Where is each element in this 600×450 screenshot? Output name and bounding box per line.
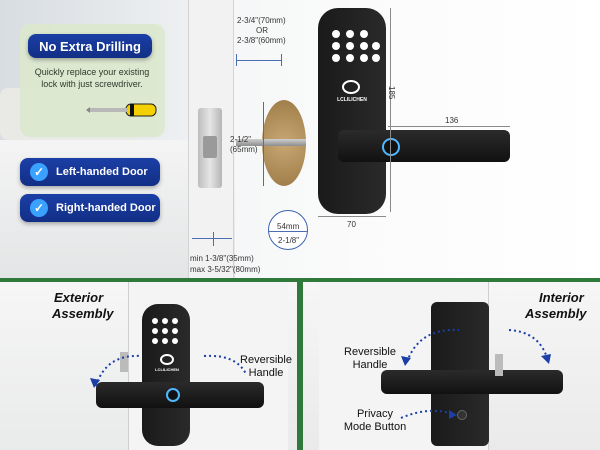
check-icon: ✓ bbox=[30, 163, 48, 181]
privacy-callout: Privacy Mode Button bbox=[343, 408, 407, 433]
interior-title-1: Interior bbox=[539, 290, 584, 305]
thickness-min: min 1-3/8"(35mm) bbox=[190, 254, 254, 263]
privacy-arrow-icon bbox=[400, 409, 457, 419]
thickness-max: max 3-5/32"(80mm) bbox=[190, 265, 261, 274]
backset-dim-2: OR bbox=[256, 26, 268, 35]
top-section: No Extra Drilling Quickly replace your e… bbox=[0, 0, 600, 278]
backset-dim-3: 2-3/8"(60mm) bbox=[237, 36, 286, 45]
backset-dim-tick-right bbox=[281, 54, 282, 66]
right-handed-door-button: ✓ Right-handed Door bbox=[20, 194, 160, 222]
left-handed-door-button: ✓ Left-handed Door bbox=[20, 158, 160, 186]
lock-handle bbox=[338, 130, 510, 162]
exterior-logo-icon bbox=[160, 354, 174, 365]
exterior-callout: Reversible Handle bbox=[240, 354, 292, 379]
interior-reverse-arrow-icon bbox=[401, 328, 551, 366]
exterior-panel: Exterior Assembly LCLILICHEN Reversible … bbox=[0, 282, 297, 450]
no-drilling-subtitle: Quickly replace your existing lock with … bbox=[34, 67, 150, 89]
reverse-arrow-icon bbox=[90, 354, 247, 388]
exterior-logo-text: LCLILICHEN bbox=[155, 367, 179, 372]
backset-dim-tick-left bbox=[236, 54, 237, 66]
handle-length-line bbox=[388, 126, 510, 127]
privacy-mode-button bbox=[457, 410, 467, 420]
exterior-fingerprint-icon bbox=[166, 388, 180, 402]
handle-length: 136 bbox=[445, 116, 459, 125]
exterior-lock-body bbox=[142, 304, 190, 446]
bore-height-2: (65mm) bbox=[230, 145, 258, 154]
spindle bbox=[236, 139, 306, 146]
cross-bore-in: 2-1/8" bbox=[278, 236, 300, 245]
panel-divider bbox=[297, 282, 303, 450]
interior-latch bbox=[495, 354, 503, 376]
left-handed-door-label: Left-handed Door bbox=[56, 166, 148, 178]
right-handed-door-label: Right-handed Door bbox=[56, 202, 156, 214]
interior-handle bbox=[381, 370, 563, 394]
brand-logo-icon bbox=[342, 80, 360, 94]
brand-logo-text: LCLILICHEN bbox=[337, 97, 367, 103]
no-drilling-title-text: No Extra Drilling bbox=[39, 38, 141, 54]
cross-bore-circle bbox=[268, 210, 308, 250]
no-drilling-title: No Extra Drilling bbox=[28, 34, 152, 58]
fingerprint-icon bbox=[382, 138, 400, 156]
section-divider bbox=[0, 278, 600, 282]
exterior-handle bbox=[96, 382, 264, 408]
thickness-line bbox=[192, 238, 232, 239]
interior-handle-callout: Reversible Handle bbox=[344, 346, 396, 371]
backset-dim-1: 2-3/4"(70mm) bbox=[237, 16, 286, 25]
cross-bore-line bbox=[268, 231, 308, 232]
lock-width: 70 bbox=[347, 220, 356, 229]
bore-height-line bbox=[263, 102, 264, 186]
interior-title-2: Assembly bbox=[525, 306, 587, 321]
lock-height: 185 bbox=[387, 86, 396, 100]
keypad-icon bbox=[328, 28, 380, 72]
screwdriver-icon bbox=[86, 103, 157, 117]
latch-bolt bbox=[203, 136, 217, 158]
backset-dim-line bbox=[236, 60, 282, 61]
bore-height-1: 2-1/2" bbox=[230, 135, 252, 144]
cross-bore-mm: 54mm bbox=[277, 222, 300, 231]
assembly-section: Exterior Assembly LCLILICHEN Reversible … bbox=[0, 282, 600, 450]
thickness-tick-right bbox=[213, 232, 214, 246]
exterior-title-2: Assembly bbox=[52, 306, 114, 321]
check-icon: ✓ bbox=[30, 199, 48, 217]
exterior-title-1: Exterior bbox=[54, 290, 104, 305]
interior-panel: Interior Assembly Reversible Handle P bbox=[303, 282, 600, 450]
exterior-latch bbox=[120, 352, 128, 372]
exterior-keypad-icon bbox=[150, 316, 186, 348]
height-line bbox=[390, 8, 391, 212]
width-line bbox=[318, 216, 386, 217]
